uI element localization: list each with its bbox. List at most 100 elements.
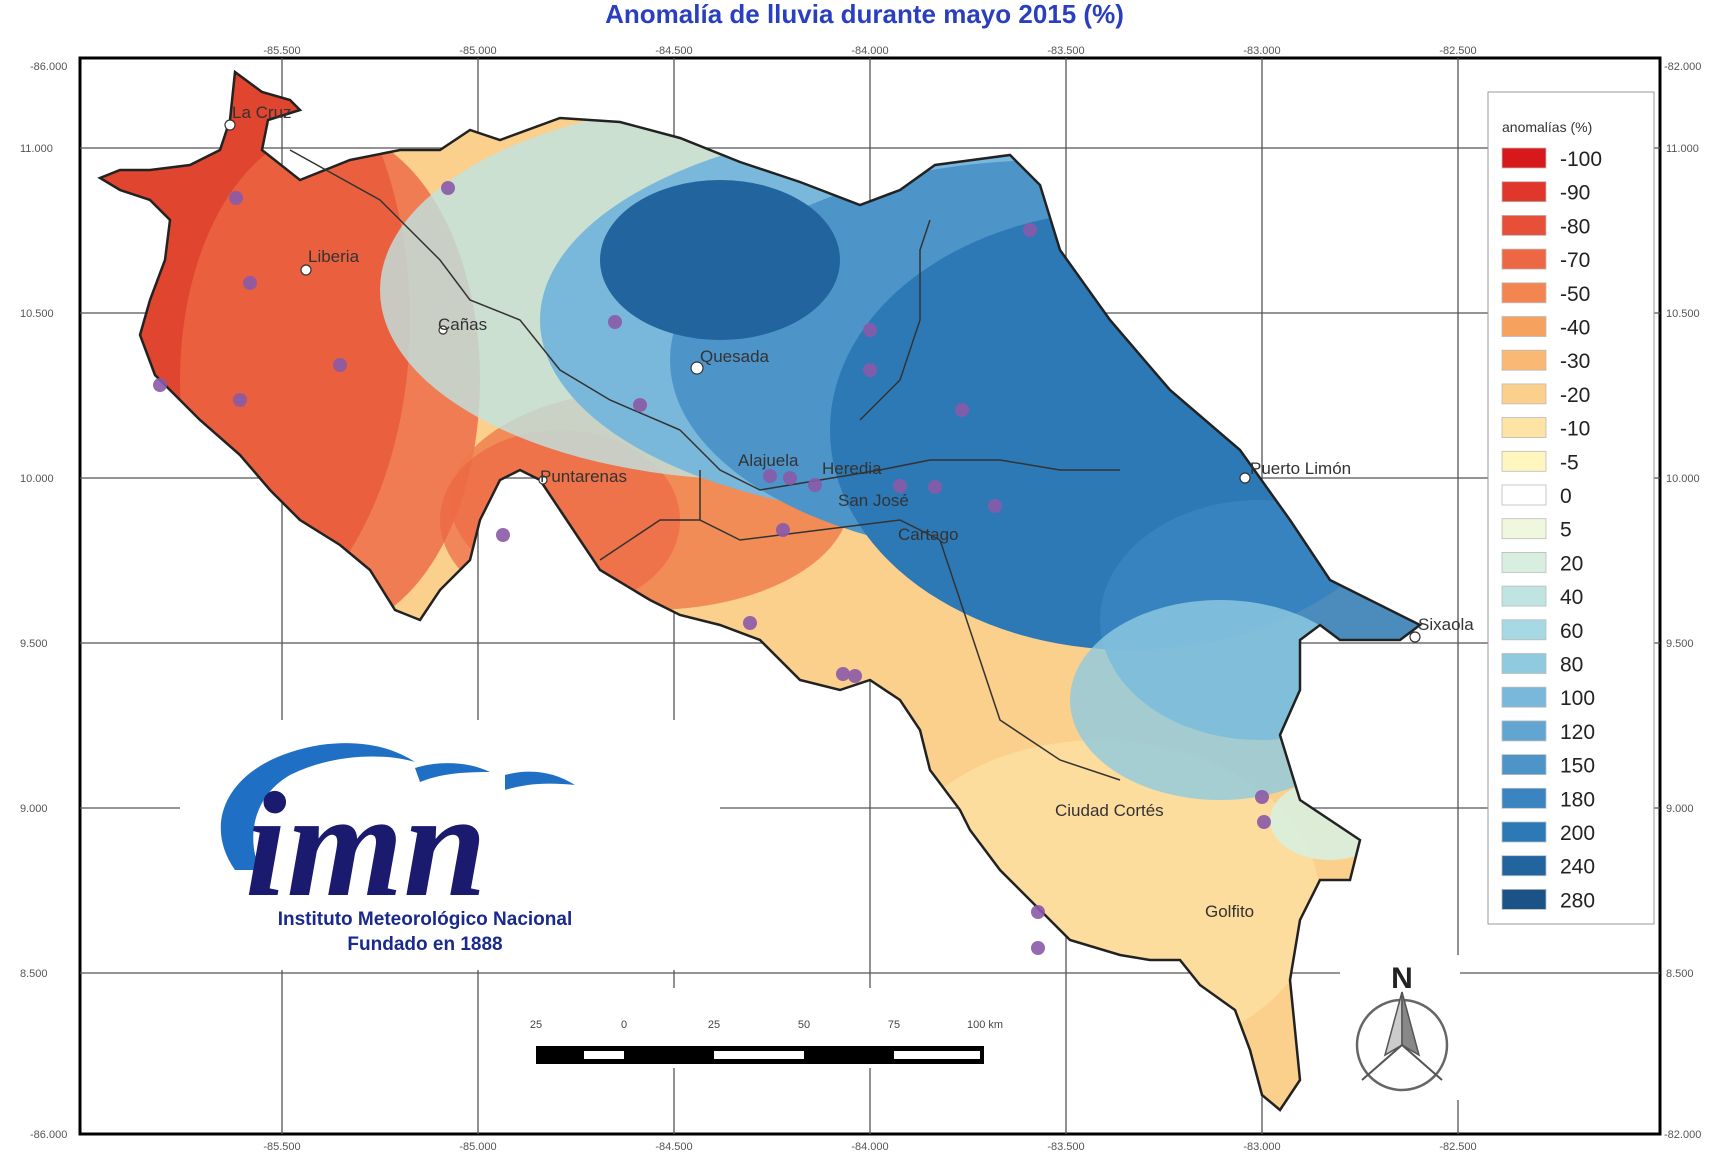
legend-swatch xyxy=(1501,181,1547,203)
legend-swatch xyxy=(1501,248,1547,270)
legend-label: 5 xyxy=(1560,519,1572,542)
city-label-puntarenas: Puntarenas xyxy=(540,467,627,486)
logo-wordmark: imn xyxy=(245,762,487,928)
tick-bottom: -82.500 xyxy=(1439,1141,1476,1153)
tick-bottom: -83.000 xyxy=(1243,1141,1280,1153)
city-label-la-cruz: La Cruz xyxy=(232,103,292,122)
tick-bottom: -84.500 xyxy=(655,1141,692,1153)
city-label-sixaola: Sixaola xyxy=(1418,615,1474,634)
city-label-cartago: Cartago xyxy=(898,525,958,544)
legend-swatch xyxy=(1501,754,1547,775)
tick-bottom: -85.000 xyxy=(459,1141,496,1153)
logo-swoosh xyxy=(415,763,490,782)
scale-label: 50 xyxy=(798,1019,810,1031)
tick-corner-top-left: -86.000 xyxy=(30,61,67,73)
legend-label: 280 xyxy=(1560,889,1595,912)
city-label-ciudad-cortes: Ciudad Cortés xyxy=(1055,801,1164,820)
legend-label: 80 xyxy=(1560,654,1583,677)
city-label-golfito: Golfito xyxy=(1205,902,1254,921)
legend-label: 120 xyxy=(1560,721,1595,744)
tick-right: 10.500 xyxy=(1666,308,1700,320)
city-label-liberia: Liberia xyxy=(308,247,360,266)
tick-right: 10.000 xyxy=(1666,473,1700,485)
tick-corner-bottom-left: -86.000 xyxy=(30,1129,67,1141)
legend-title: anomalías (%) xyxy=(1502,119,1592,135)
scale-label: 0 xyxy=(621,1019,627,1031)
tick-corner-top-right: -82.000 xyxy=(1664,61,1701,73)
tick-left: 10.000 xyxy=(20,473,54,485)
north-arrow-base xyxy=(1361,1043,1443,1081)
city-label-quesada: Quesada xyxy=(700,347,770,366)
legend-swatch xyxy=(1501,450,1547,472)
tick-left: 10.500 xyxy=(20,308,54,320)
scale-segment xyxy=(894,1051,980,1059)
north-arrow: N xyxy=(1340,955,1460,1100)
city-label-alajuela: Alajuela xyxy=(738,451,799,470)
legend-label: 240 xyxy=(1560,856,1595,879)
scale-segment xyxy=(584,1051,624,1059)
legend-swatch xyxy=(1501,653,1547,674)
tick-bottom: -84.000 xyxy=(851,1141,888,1153)
legend-swatch xyxy=(1501,214,1547,236)
tick-left: 8.500 xyxy=(20,968,48,980)
legend-label: 60 xyxy=(1560,620,1583,643)
imn-logo: imn Instituto Meteorológico Nacional Fun… xyxy=(180,720,720,970)
tick-bottom: -85.500 xyxy=(263,1141,300,1153)
tick-top: -83.500 xyxy=(1047,45,1084,57)
city-label-canas: Cañas xyxy=(438,315,487,334)
city-labels: La Cruz Liberia Cañas Quesada Puntarenas… xyxy=(232,103,1474,921)
tick-right: 11.000 xyxy=(1666,143,1699,155)
scale-label: 100 km xyxy=(967,1019,1003,1031)
legend-label: 150 xyxy=(1560,755,1595,778)
legend-swatch xyxy=(1501,787,1547,809)
legend-swatch xyxy=(1501,417,1547,439)
scale-label: 25 xyxy=(708,1019,720,1031)
legend-swatch xyxy=(1501,552,1547,573)
tick-top: -84.500 xyxy=(655,45,692,57)
legend-swatch xyxy=(1501,349,1547,371)
legend-label: 180 xyxy=(1560,788,1595,811)
axis-tick-labels: -86.000 -82.000 -86.000 -82.000 -85.500 … xyxy=(20,45,1701,1153)
legend-label: -20 xyxy=(1560,384,1590,407)
legend-items: -100-90-80-70-50-40-30-20-10-50520406080… xyxy=(1501,147,1602,912)
logo-line1: Instituto Meteorológico Nacional xyxy=(278,909,573,930)
scale-segment xyxy=(714,1051,804,1059)
legend-label: 20 xyxy=(1560,552,1583,575)
scale-label: 75 xyxy=(888,1019,900,1031)
tick-left: 9.500 xyxy=(20,638,48,650)
tick-top: -84.000 xyxy=(851,45,888,57)
legend-label: -5 xyxy=(1560,451,1579,474)
tick-bottom: -83.500 xyxy=(1047,1141,1084,1153)
legend-label: -100 xyxy=(1560,148,1602,171)
legend-swatch xyxy=(1501,821,1547,843)
city-label-san-jose: San José xyxy=(838,491,909,510)
tick-right: 8.500 xyxy=(1666,968,1694,980)
legend-swatch xyxy=(1501,686,1547,708)
tick-top: -85.500 xyxy=(263,45,300,57)
legend-swatch xyxy=(1501,889,1547,910)
station-markers xyxy=(153,181,1271,955)
legend-label: -50 xyxy=(1560,283,1590,306)
legend-swatch xyxy=(1501,720,1547,742)
city-label-puerto-limon: Puerto Limón xyxy=(1250,459,1351,478)
legend-label: -40 xyxy=(1560,317,1590,340)
north-label: N xyxy=(1391,962,1413,995)
legend-label: -80 xyxy=(1560,215,1590,238)
legend-swatch xyxy=(1501,383,1547,405)
legend-label: 40 xyxy=(1560,586,1583,609)
legend-swatch xyxy=(1501,855,1547,877)
logo-line2: Fundado en 1888 xyxy=(347,934,502,955)
tick-top: -83.000 xyxy=(1243,45,1280,57)
legend-label: -10 xyxy=(1560,418,1590,441)
tick-right: 9.500 xyxy=(1666,638,1694,650)
legend-swatch xyxy=(1501,147,1547,169)
legend-swatch xyxy=(1501,484,1547,506)
legend-label: 100 xyxy=(1560,687,1595,710)
logo-swoosh xyxy=(220,743,415,870)
tick-right: 9.000 xyxy=(1666,803,1694,815)
legend-label: 0 xyxy=(1560,485,1572,508)
tick-left: 11.000 xyxy=(20,143,53,155)
city-label-heredia: Heredia xyxy=(822,459,882,478)
tick-top: -82.500 xyxy=(1439,45,1476,57)
